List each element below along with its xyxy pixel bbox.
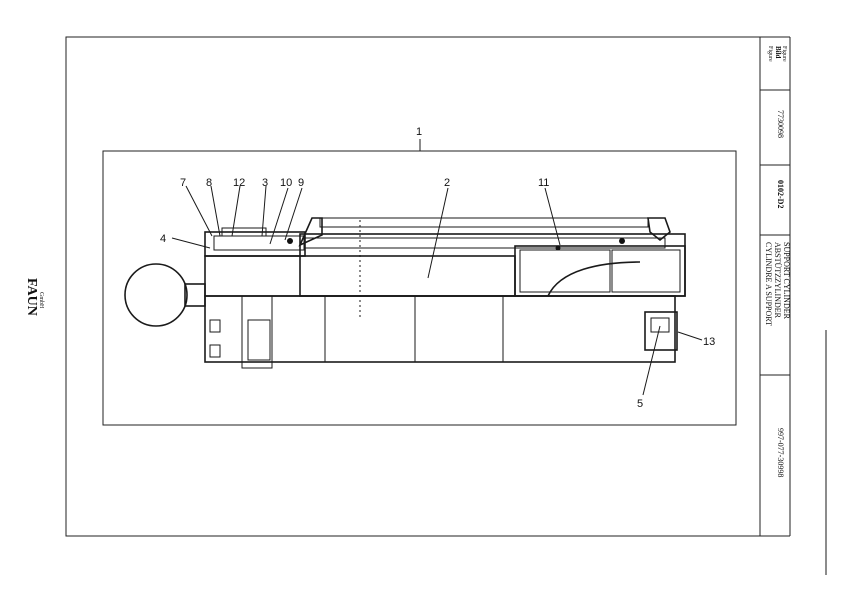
rod-ball (124, 263, 188, 327)
callout-7: 7 (180, 177, 186, 189)
callout-2: 2 (444, 177, 450, 189)
figure-number: 7730098 (776, 110, 785, 138)
callout-13: 13 (703, 336, 715, 348)
part-number: 997-077-30998 (776, 428, 785, 477)
callout-12: 12 (233, 177, 245, 189)
title-block-figure: Figure Bild Figure (767, 46, 787, 62)
title-block-title: SUPPORT CYLINDER ABSTÜTZZYLINDER CYLINDR… (764, 242, 791, 326)
callout-11: 11 (538, 177, 549, 189)
title-en: SUPPORT CYLINDER (782, 242, 791, 320)
piston (514, 245, 686, 297)
figure-label-fr: Figure (767, 46, 773, 62)
callout-1: 1 (416, 126, 422, 138)
brand-subtitle: GmbH (38, 292, 44, 309)
title-de: ABSTÜTZZYLINDER (773, 242, 782, 319)
revision: 0102-D2 (776, 180, 785, 208)
title-block-figure-number: 7730098 (776, 110, 785, 138)
title-fr: CYLINDRE A SUPPORT (764, 242, 773, 326)
sheet-frame (65, 36, 761, 537)
faun-logo: FAUN GmbH (24, 278, 44, 316)
callout-10: 10 (280, 177, 292, 189)
brand-name: FAUN (24, 278, 39, 316)
lower-body (204, 295, 676, 363)
callout-5: 5 (637, 398, 643, 410)
leader-lines (171, 185, 703, 396)
figure-label-en: Figure (781, 46, 787, 62)
hydraulic-pipe (319, 217, 649, 228)
cylinder-tube (299, 233, 686, 297)
callout-9: 9 (298, 177, 304, 189)
figure-label-de: Bild (774, 46, 782, 59)
callout-8: 8 (206, 177, 212, 189)
drawing-frame (102, 150, 737, 426)
callout-4: 4 (160, 233, 166, 245)
callout-3: 3 (262, 177, 268, 189)
callout-labels: 1 2 3 4 5 7 8 9 10 11 12 13 (160, 126, 715, 410)
title-block-revision: 0102-D2 (776, 180, 785, 208)
title-block-part-number: 997-077-30998 (776, 428, 785, 477)
